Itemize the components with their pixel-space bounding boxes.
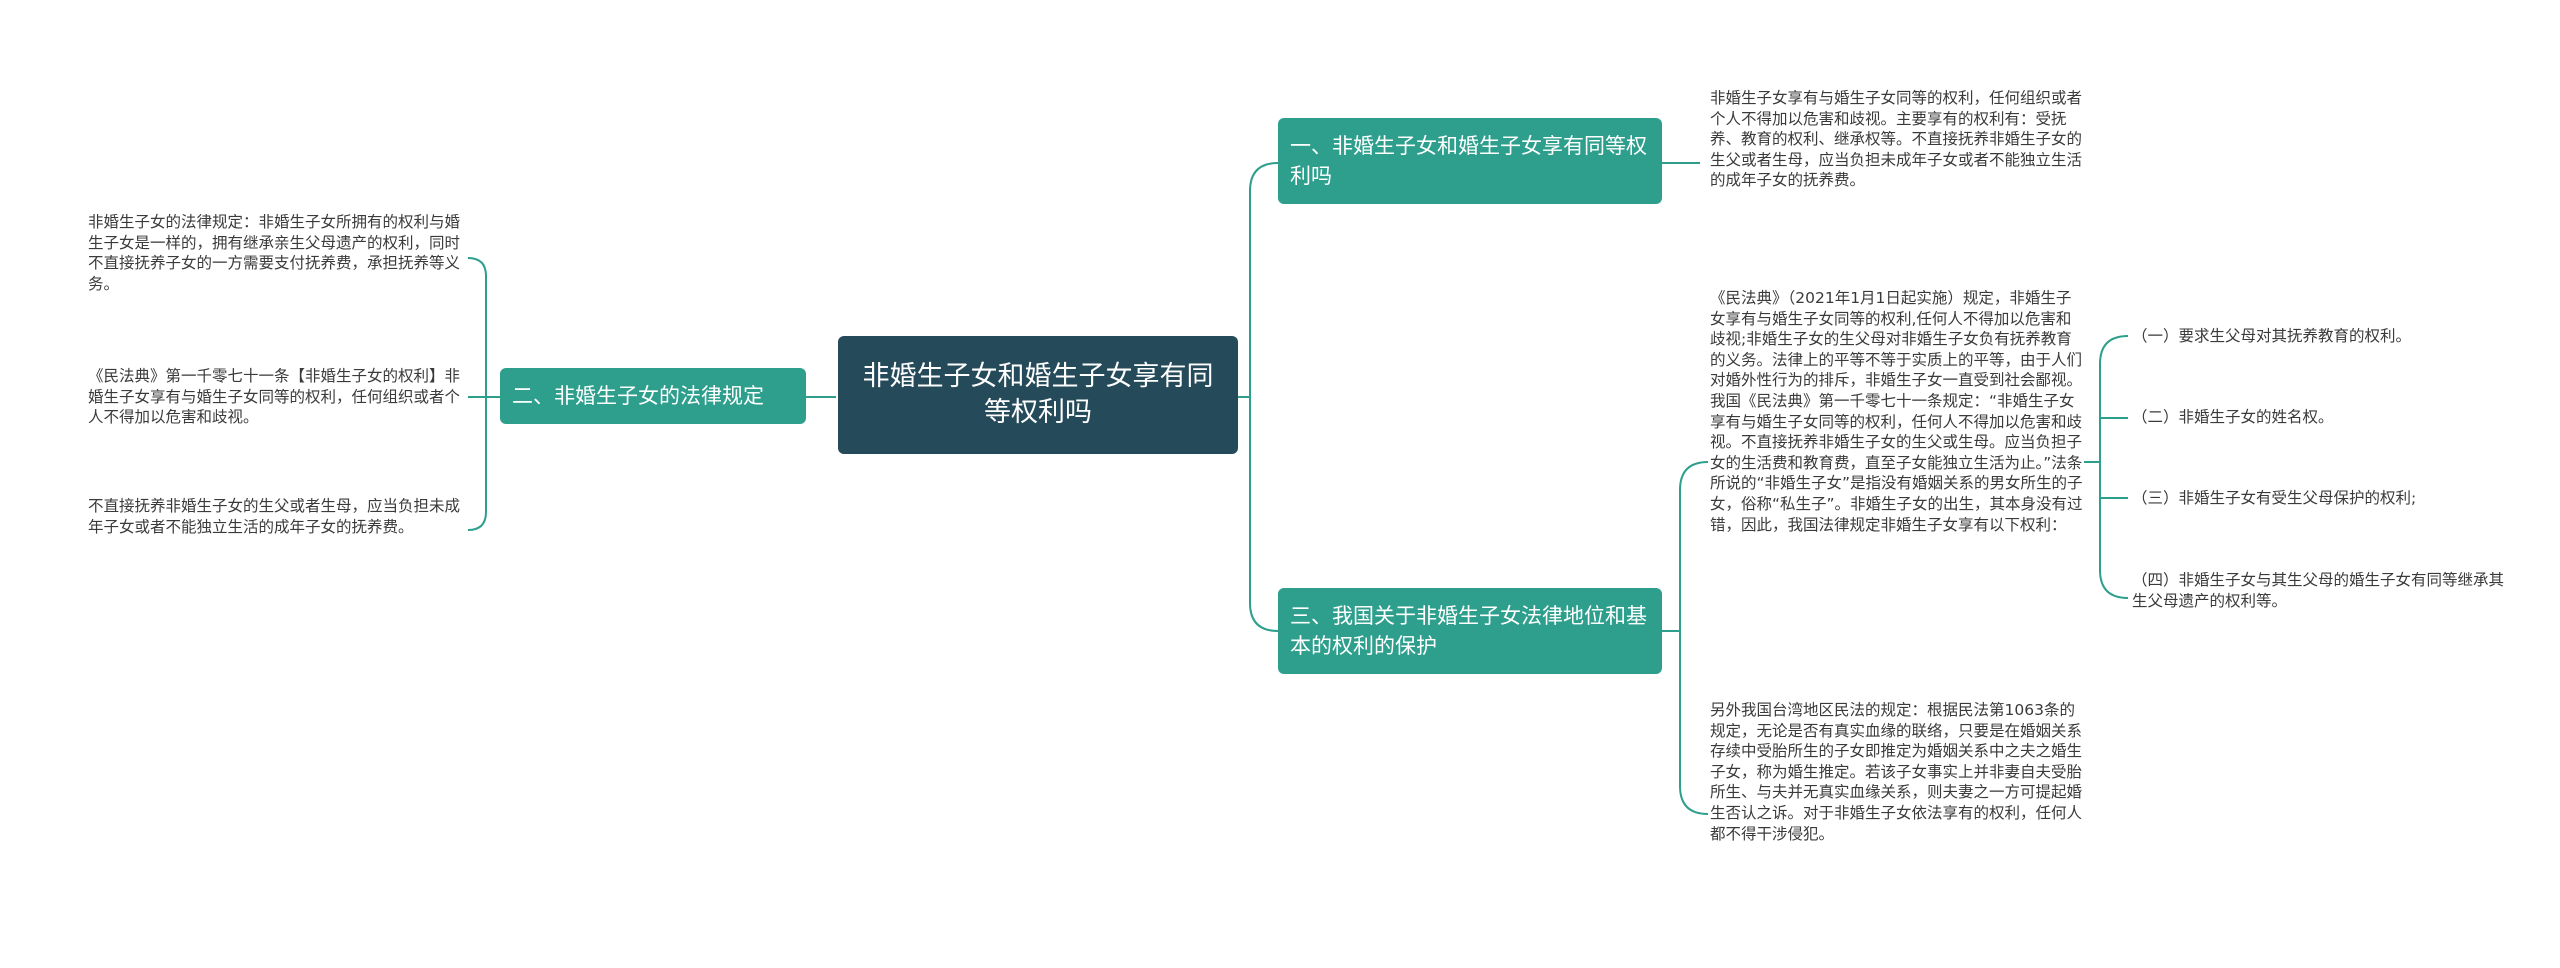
branch-3-leaf-2: 另外我国台湾地区民法的规定：根据民法第1063条的规定，无论是否有真实血缘的联络… xyxy=(1710,701,2083,843)
branch-1-leaf-1: 非婚生子女享有与婚生子女同等的权利，任何组织或者个人不得加以危害和歧视。主要享有… xyxy=(1710,89,2083,190)
branch-2-leaf-1: 非婚生子女的法律规定：非婚生子女所拥有的权利与婚生子女是一样的，拥有继承亲生父母… xyxy=(88,213,461,293)
sub-item-2: （二）非婚生子女的姓名权。 xyxy=(2132,408,2334,426)
branch-1-label: 一、非婚生子女和婚生子女享有同等权利吗 xyxy=(1290,134,1647,188)
branch-3[interactable]: 三、我国关于非婚生子女法律地位和基本的权利的保护 xyxy=(1278,588,1662,674)
branch-2-leaf-2: 《民法典》第一千零七十一条【非婚生子女的权利】非婚生子女享有与婚生子女同等的权利… xyxy=(88,367,461,427)
branch-2[interactable]: 二、非婚生子女的法律规定 xyxy=(500,368,806,424)
root-topic[interactable]: 非婚生子女和婚生子女享有同等权利吗 xyxy=(838,336,1238,454)
branch-2-label: 二、非婚生子女的法律规定 xyxy=(512,384,764,408)
branch-3-leaf-1: 《民法典》（2021年1月1日起实施）规定，非婚生子女享有与婚生子女同等的权利,… xyxy=(1710,289,2083,534)
branch-1[interactable]: 一、非婚生子女和婚生子女享有同等权利吗 xyxy=(1278,118,1662,204)
sub-item-3: （三）非婚生子女有受生父母保护的权利; xyxy=(2132,489,2417,507)
branch-3-label: 三、我国关于非婚生子女法律地位和基本的权利的保护 xyxy=(1290,604,1647,658)
sub-item-1: （一）要求生父母对其抚养教育的权利。 xyxy=(2132,327,2412,345)
branch-2-leaf-3: 不直接抚养非婚生子女的生父或者生母，应当负担未成年子女或者不能独立生活的成年子女… xyxy=(88,497,461,536)
root-topic-label: 非婚生子女和婚生子女享有同等权利吗 xyxy=(862,361,1214,428)
sub-item-4: （四）非婚生子女与其生父母的婚生子女有同等继承其生父母遗产的权利等。 xyxy=(2132,571,2505,610)
